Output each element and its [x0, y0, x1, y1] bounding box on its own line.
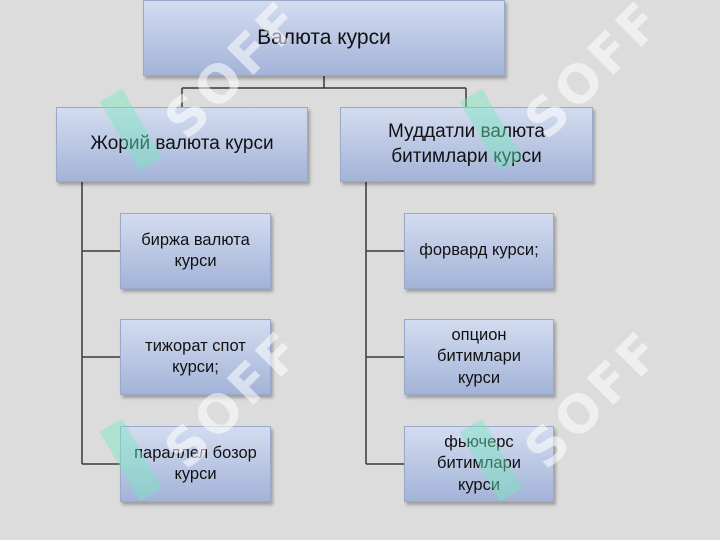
leaf-node-left-1: биржа валюта курси	[120, 213, 271, 289]
branch-node-left-label: Жорий валюта курси	[90, 133, 274, 155]
leaf-node-left-2-label: тижорат спот курси;	[145, 336, 246, 376]
leaf-node-right-3: фьючерс битимлари курси	[404, 426, 554, 502]
leaf-node-right-3-label: фьючерс битимлари курси	[437, 432, 521, 494]
branch-node-right-label: Муддатли валюта битимлари курси	[388, 120, 545, 167]
leaf-node-right-1: форвард курси;	[404, 213, 554, 289]
branch-node-left: Жорий валюта курси	[56, 107, 308, 182]
leaf-node-right-2-label: опцион битимлари курси	[437, 325, 521, 387]
leaf-node-left-3: параллел бозор курси	[120, 426, 271, 502]
leaf-node-left-2: тижорат спот курси;	[120, 319, 271, 395]
root-node-label: Валюта курси	[257, 26, 391, 50]
leaf-node-left-1-label: биржа валюта курси	[141, 230, 250, 270]
leaf-node-left-3-label: параллел бозор курси	[134, 443, 257, 483]
leaf-node-right-2: опцион битимлари курси	[404, 319, 554, 395]
branch-node-right: Муддатли валюта битимлари курси	[340, 107, 593, 182]
root-node: Валюта курси	[143, 0, 505, 76]
leaf-node-right-1-label: форвард курси;	[419, 241, 539, 260]
